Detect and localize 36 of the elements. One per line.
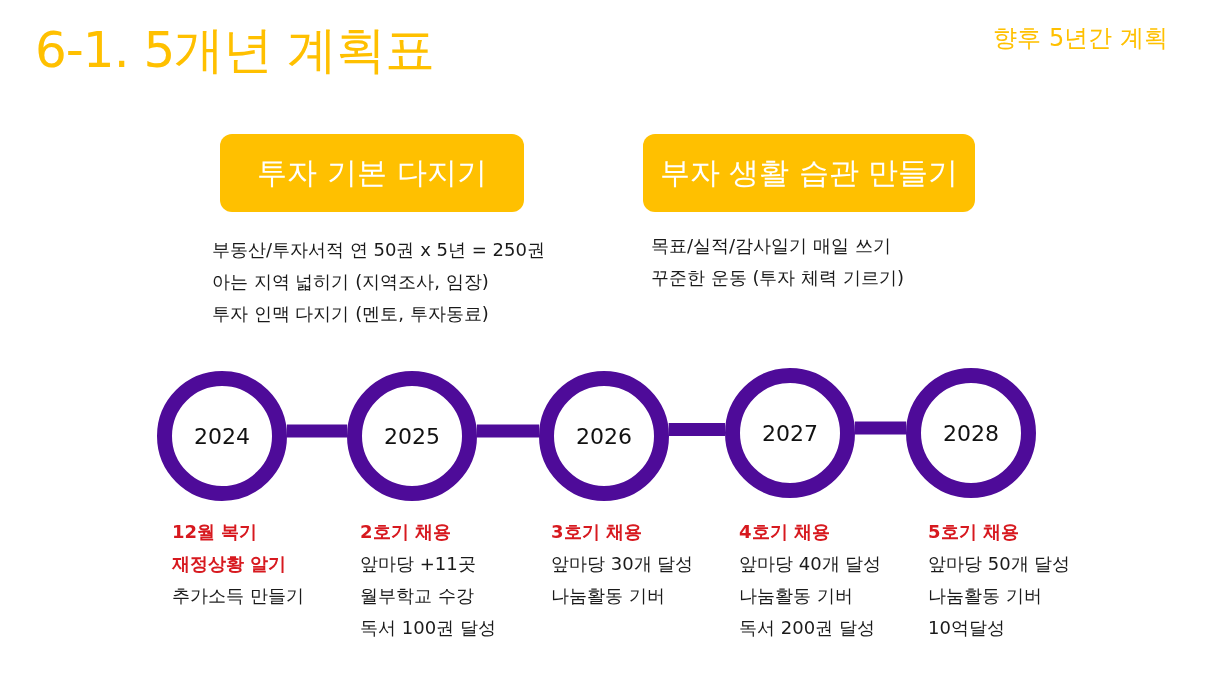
year-circle: 2024 xyxy=(157,371,287,501)
milestone-item: 재정상황 알기 xyxy=(172,552,287,576)
milestone-item: 12월 복기 xyxy=(172,520,258,544)
heading-box: 부자 생활 습관 만들기 xyxy=(643,134,975,212)
heading-box: 투자 기본 다지기 xyxy=(220,134,524,212)
milestone-item: 앞마당 30개 달성 xyxy=(551,552,694,576)
milestone-item: 5호기 채용 xyxy=(928,520,1019,544)
connector-line xyxy=(668,423,726,436)
milestone-item: 앞마당 +11곳 xyxy=(360,552,476,576)
plan-item: 꾸준한 운동 (투자 체력 기르기) xyxy=(651,266,904,290)
year-circle: 2027 xyxy=(725,368,855,498)
header-note: 향후 5년간 계획 xyxy=(993,23,1168,54)
milestone-item: 나눔활동 기버 xyxy=(551,584,665,608)
plan-item: 투자 인맥 다지기 (멘토, 투자동료) xyxy=(212,302,489,326)
milestone-item: 독서 100권 달성 xyxy=(360,616,496,640)
connector-line xyxy=(854,421,907,435)
year-circle: 2026 xyxy=(539,371,669,501)
milestone-item: 3호기 채용 xyxy=(551,520,642,544)
slide-title: 6-1. 5개년 계획표 xyxy=(35,20,435,81)
connector-line xyxy=(286,424,348,438)
milestone-item: 나눔활동 기버 xyxy=(928,584,1042,608)
plan-item: 아는 지역 넓히기 (지역조사, 임장) xyxy=(212,270,489,294)
connector-line xyxy=(476,424,540,438)
milestone-item: 10억달성 xyxy=(928,616,1005,640)
milestone-item: 추가소득 만들기 xyxy=(172,584,304,608)
milestone-item: 2호기 채용 xyxy=(360,520,451,544)
milestone-item: 월부학교 수강 xyxy=(360,584,474,608)
year-circle: 2025 xyxy=(347,371,477,501)
milestone-item: 독서 200권 달성 xyxy=(739,616,875,640)
plan-item: 목표/실적/감사일기 매일 쓰기 xyxy=(651,234,891,258)
year-circle: 2028 xyxy=(906,368,1036,498)
milestone-item: 4호기 채용 xyxy=(739,520,830,544)
milestone-item: 앞마당 40개 달성 xyxy=(739,552,882,576)
milestone-item: 앞마당 50개 달성 xyxy=(928,552,1071,576)
milestone-item: 나눔활동 기버 xyxy=(739,584,853,608)
plan-item: 부동산/투자서적 연 50권 x 5년 = 250권 xyxy=(212,238,545,262)
